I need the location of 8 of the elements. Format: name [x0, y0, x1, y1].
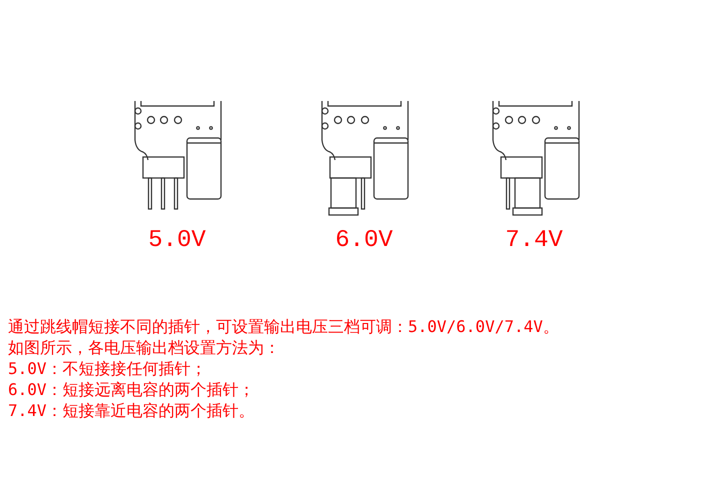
voltage-label: 5.0V — [148, 227, 206, 255]
instruction-text: 如图所示，各电压输出档设置方法为： — [8, 338, 280, 358]
instruction-text: 7.4V：短接靠近电容的两个插针。 — [8, 401, 255, 421]
voltage-label: 7.4V — [505, 227, 563, 255]
voltage-label: 6.0V — [335, 227, 393, 255]
instruction-text: 5.0V：不短接接任何插针； — [8, 359, 207, 379]
instruction-text: 通过跳线帽短接不同的插针，可设置输出电压三档可调：5.0V/6.0V/7.4V。 — [8, 317, 559, 337]
instruction-text: 6.0V：短接远离电容的两个插针； — [8, 380, 255, 400]
